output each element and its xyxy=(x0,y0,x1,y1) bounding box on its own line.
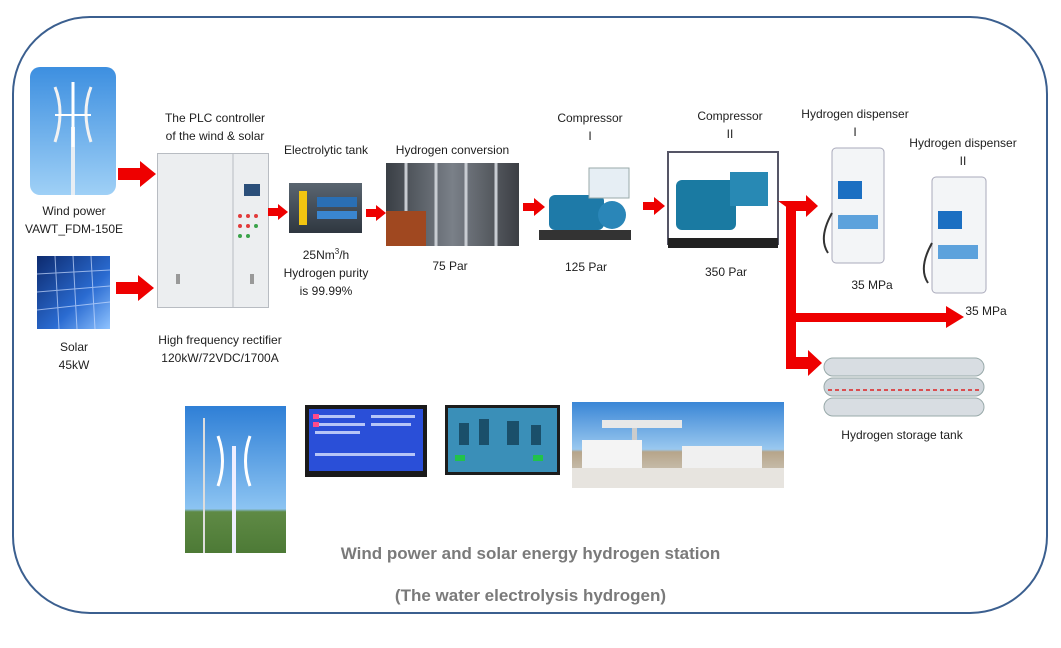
wind-turbine-image xyxy=(30,67,116,195)
compressor2-stage: II xyxy=(726,127,734,141)
dispenser1-name: Hydrogen dispenser xyxy=(801,107,909,121)
purity-line2: is 99.99% xyxy=(299,284,353,298)
station-photo xyxy=(572,402,784,488)
electrolytic-tank-image xyxy=(289,183,362,233)
wind-power-name: Wind power xyxy=(42,204,106,218)
flow-suffix: /h xyxy=(339,248,350,262)
compressor1-name: Compressor xyxy=(557,111,623,125)
compressor2-name: Compressor xyxy=(697,109,763,123)
electrolytic-flow: 25Nm3/h xyxy=(276,243,376,264)
arrow-plc-to-electrolytic xyxy=(268,204,288,220)
diagram-title: Wind power and solar energy hydrogen sta… xyxy=(340,544,721,563)
compressor2-pressure: 350 Par xyxy=(686,263,766,281)
arrow-distribution xyxy=(778,195,964,376)
dispenser2-name: Hydrogen dispenser xyxy=(909,136,1017,150)
purity-line1: Hydrogen purity xyxy=(283,266,369,280)
rectifier-line2: 120kW/72VDC/1700A xyxy=(161,351,279,365)
dispenser-2-image xyxy=(916,173,992,295)
arrow-electrolytic-to-conversion xyxy=(366,205,386,221)
plc-line1: The PLC controller xyxy=(164,111,266,125)
rectifier-label: High frequency rectifier 120kW/72VDC/170… xyxy=(145,331,295,367)
compressor-1-image xyxy=(534,160,634,246)
dispenser2-pressure-value: 35 MPa xyxy=(965,304,1007,318)
plc-cabinet-image xyxy=(157,153,269,308)
arrow-wind-to-plc xyxy=(118,161,156,187)
dispenser2-pressure: 35 MPa xyxy=(946,302,1026,320)
dispenser1-label: Hydrogen dispenser I xyxy=(790,105,920,141)
hydrogen-conversion-image xyxy=(386,163,519,246)
turbine-photo xyxy=(185,406,286,553)
dispenser1-pressure-value: 35 MPa xyxy=(851,278,893,292)
solar-panel-image xyxy=(37,256,110,329)
electrolytic-specs: 25Nm3/h Hydrogen purity is 99.99% xyxy=(276,243,376,300)
conversion-name: Hydrogen conversion xyxy=(395,143,510,157)
rectifier-line1: High frequency rectifier xyxy=(158,333,282,347)
solar-power: 45kW xyxy=(58,358,90,372)
dispenser1-stage: I xyxy=(853,125,857,139)
flow-sup: 3 xyxy=(334,247,340,256)
scada-screen-photo xyxy=(445,405,560,475)
dispenser2-label: Hydrogen dispenser II xyxy=(898,134,1028,170)
compressor1-label: Compressor I xyxy=(540,109,640,145)
electrolytic-tank-name: Electrolytic tank xyxy=(283,143,369,157)
dispenser2-stage: II xyxy=(959,154,967,168)
conversion-pressure-value: 75 Par xyxy=(432,259,468,273)
diagram-frame xyxy=(12,16,1048,614)
control-screen-photo xyxy=(305,405,427,477)
plc-label: The PLC controller of the wind & solar xyxy=(150,109,280,145)
dispenser1-pressure: 35 MPa xyxy=(832,276,912,294)
diagram-subtitle: (The water electrolysis hydrogen) xyxy=(394,586,667,605)
storage-tank-image xyxy=(822,354,986,420)
compressor2-label: Compressor II xyxy=(680,107,780,143)
compressor1-pressure-value: 125 Par xyxy=(564,260,608,274)
compressor-2-image xyxy=(664,144,782,250)
plc-line2: of the wind & solar xyxy=(165,129,265,143)
dispenser-1-image xyxy=(818,143,890,265)
conversion-pressure: 75 Par xyxy=(410,257,490,275)
wind-power-label: Wind power VAWT_FDM-150E xyxy=(4,202,144,238)
flow-prefix: 25Nm xyxy=(302,248,335,262)
compressor1-stage: I xyxy=(588,129,592,143)
arrow-solar-to-plc xyxy=(116,275,154,301)
arrow-conversion-to-compressor1 xyxy=(523,198,545,216)
wind-power-model: VAWT_FDM-150E xyxy=(24,222,123,236)
solar-name: Solar xyxy=(59,340,88,354)
arrow-compressor1-to-compressor2 xyxy=(643,197,665,215)
storage-tank-name: Hydrogen storage tank xyxy=(841,428,963,442)
solar-label: Solar 45kW xyxy=(24,338,124,374)
conversion-label: Hydrogen conversion xyxy=(386,141,519,159)
electrolytic-tank-label: Electrolytic tank xyxy=(276,141,376,159)
compressor2-pressure-value: 350 Par xyxy=(704,265,748,279)
compressor1-pressure: 125 Par xyxy=(546,258,626,276)
storage-tank-label: Hydrogen storage tank xyxy=(812,426,992,444)
